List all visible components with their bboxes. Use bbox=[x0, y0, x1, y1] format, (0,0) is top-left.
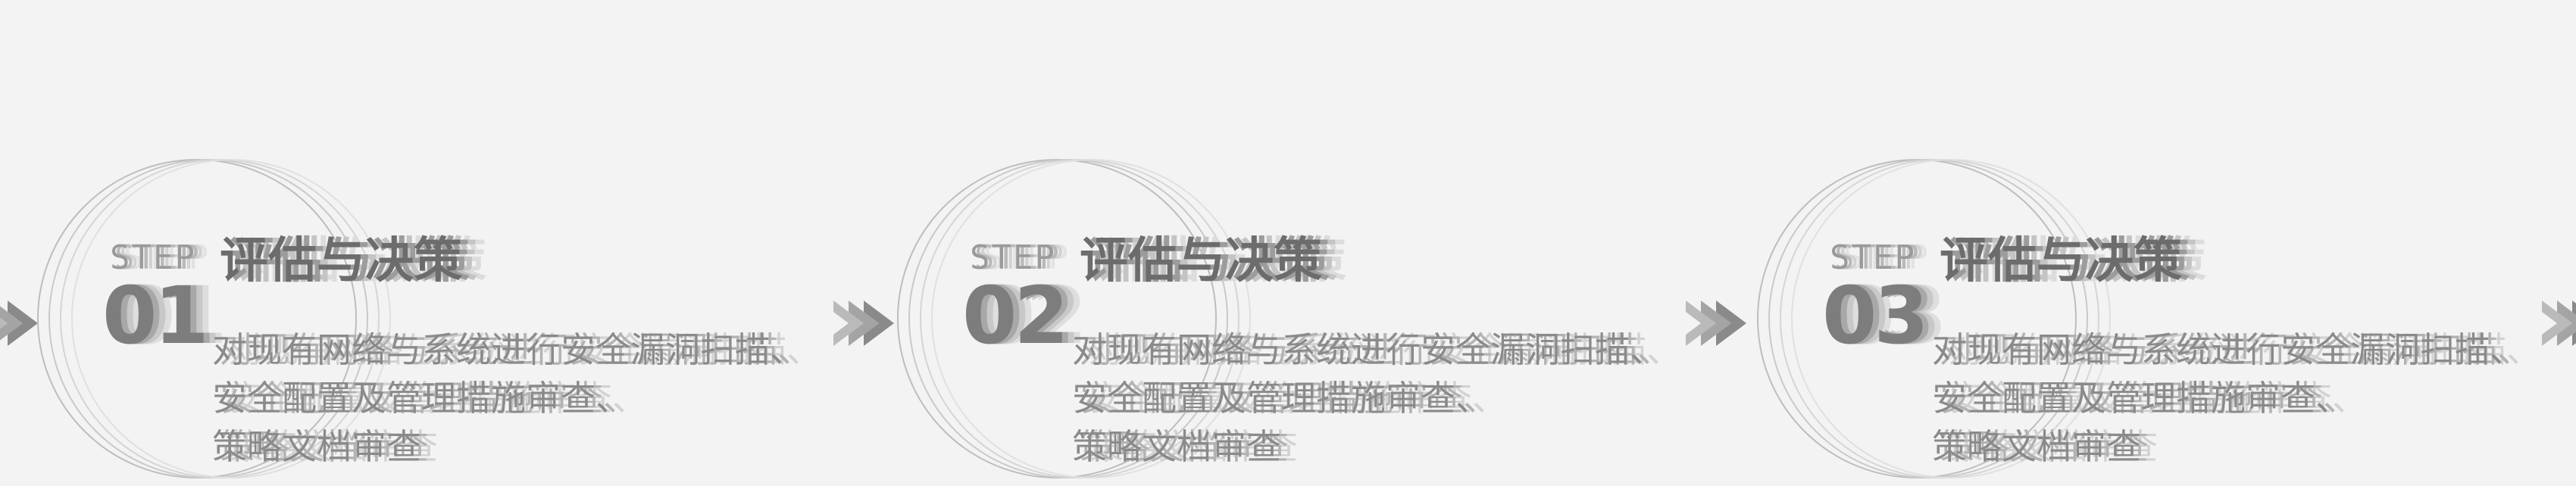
step-description: 对现有网络与系统进行安全漏洞扫描、 安全配置及管理措施审查、 策略文档审查 bbox=[1072, 326, 1708, 471]
step-description: 对现有网络与系统进行安全漏洞扫描、 安全配置及管理措施审查、 策略文档审查 bbox=[1932, 326, 2568, 471]
step-title: 评估与决策 bbox=[220, 233, 462, 289]
concentric-rings-icon bbox=[30, 151, 455, 486]
step-description-line: 对现有网络与系统进行安全漏洞扫描、 bbox=[1072, 329, 1665, 370]
step-description: 对现有网络与系统进行安全漏洞扫描、 安全配置及管理措施审查、 策略文档审查 bbox=[212, 326, 849, 471]
step-number: 03 bbox=[1822, 269, 1929, 362]
step-description-line: 安全配置及管理措施审查、 bbox=[1072, 378, 1490, 419]
step-description-line: 安全配置及管理措施审查、 bbox=[1932, 378, 2350, 419]
chevron-right-arrow-icon bbox=[0, 282, 53, 365]
chevron-right-arrow-icon bbox=[2534, 282, 2576, 365]
step-label: STEP bbox=[110, 238, 196, 277]
step-title: 评估与决策 bbox=[1940, 233, 2182, 289]
step-panel-3: STEP 03 评估与决策 对现有网络与系统进行安全漏洞扫描、 安全配置及管理措… bbox=[1750, 151, 2576, 486]
step-label: STEP bbox=[970, 238, 1056, 277]
step-number: 01 bbox=[102, 269, 209, 362]
step-description-line: 对现有网络与系统进行安全漏洞扫描、 bbox=[212, 329, 805, 370]
step-title: 评估与决策 bbox=[1080, 233, 1322, 289]
concentric-rings-icon bbox=[890, 151, 1315, 486]
step-label: STEP bbox=[1830, 238, 1916, 277]
step-description-line: 策略文档审查 bbox=[1932, 426, 2141, 467]
concentric-rings-icon bbox=[1750, 151, 2174, 486]
step-number: 02 bbox=[962, 269, 1069, 362]
step-description-line: 对现有网络与系统进行安全漏洞扫描、 bbox=[1932, 329, 2524, 370]
step-description-line: 策略文档审查 bbox=[1072, 426, 1281, 467]
step-description-line: 策略文档审查 bbox=[212, 426, 421, 467]
chevron-right-arrow-icon bbox=[826, 282, 909, 365]
chevron-right-arrow-icon bbox=[1678, 282, 1762, 365]
step-panel-1: STEP 01 评估与决策 对现有网络与系统进行安全漏洞扫描、 安全配置及管理措… bbox=[30, 151, 864, 486]
step-description-line: 安全配置及管理措施审查、 bbox=[212, 378, 630, 419]
step-panel-2: STEP 02 评估与决策 对现有网络与系统进行安全漏洞扫描、 安全配置及管理措… bbox=[890, 151, 1724, 486]
